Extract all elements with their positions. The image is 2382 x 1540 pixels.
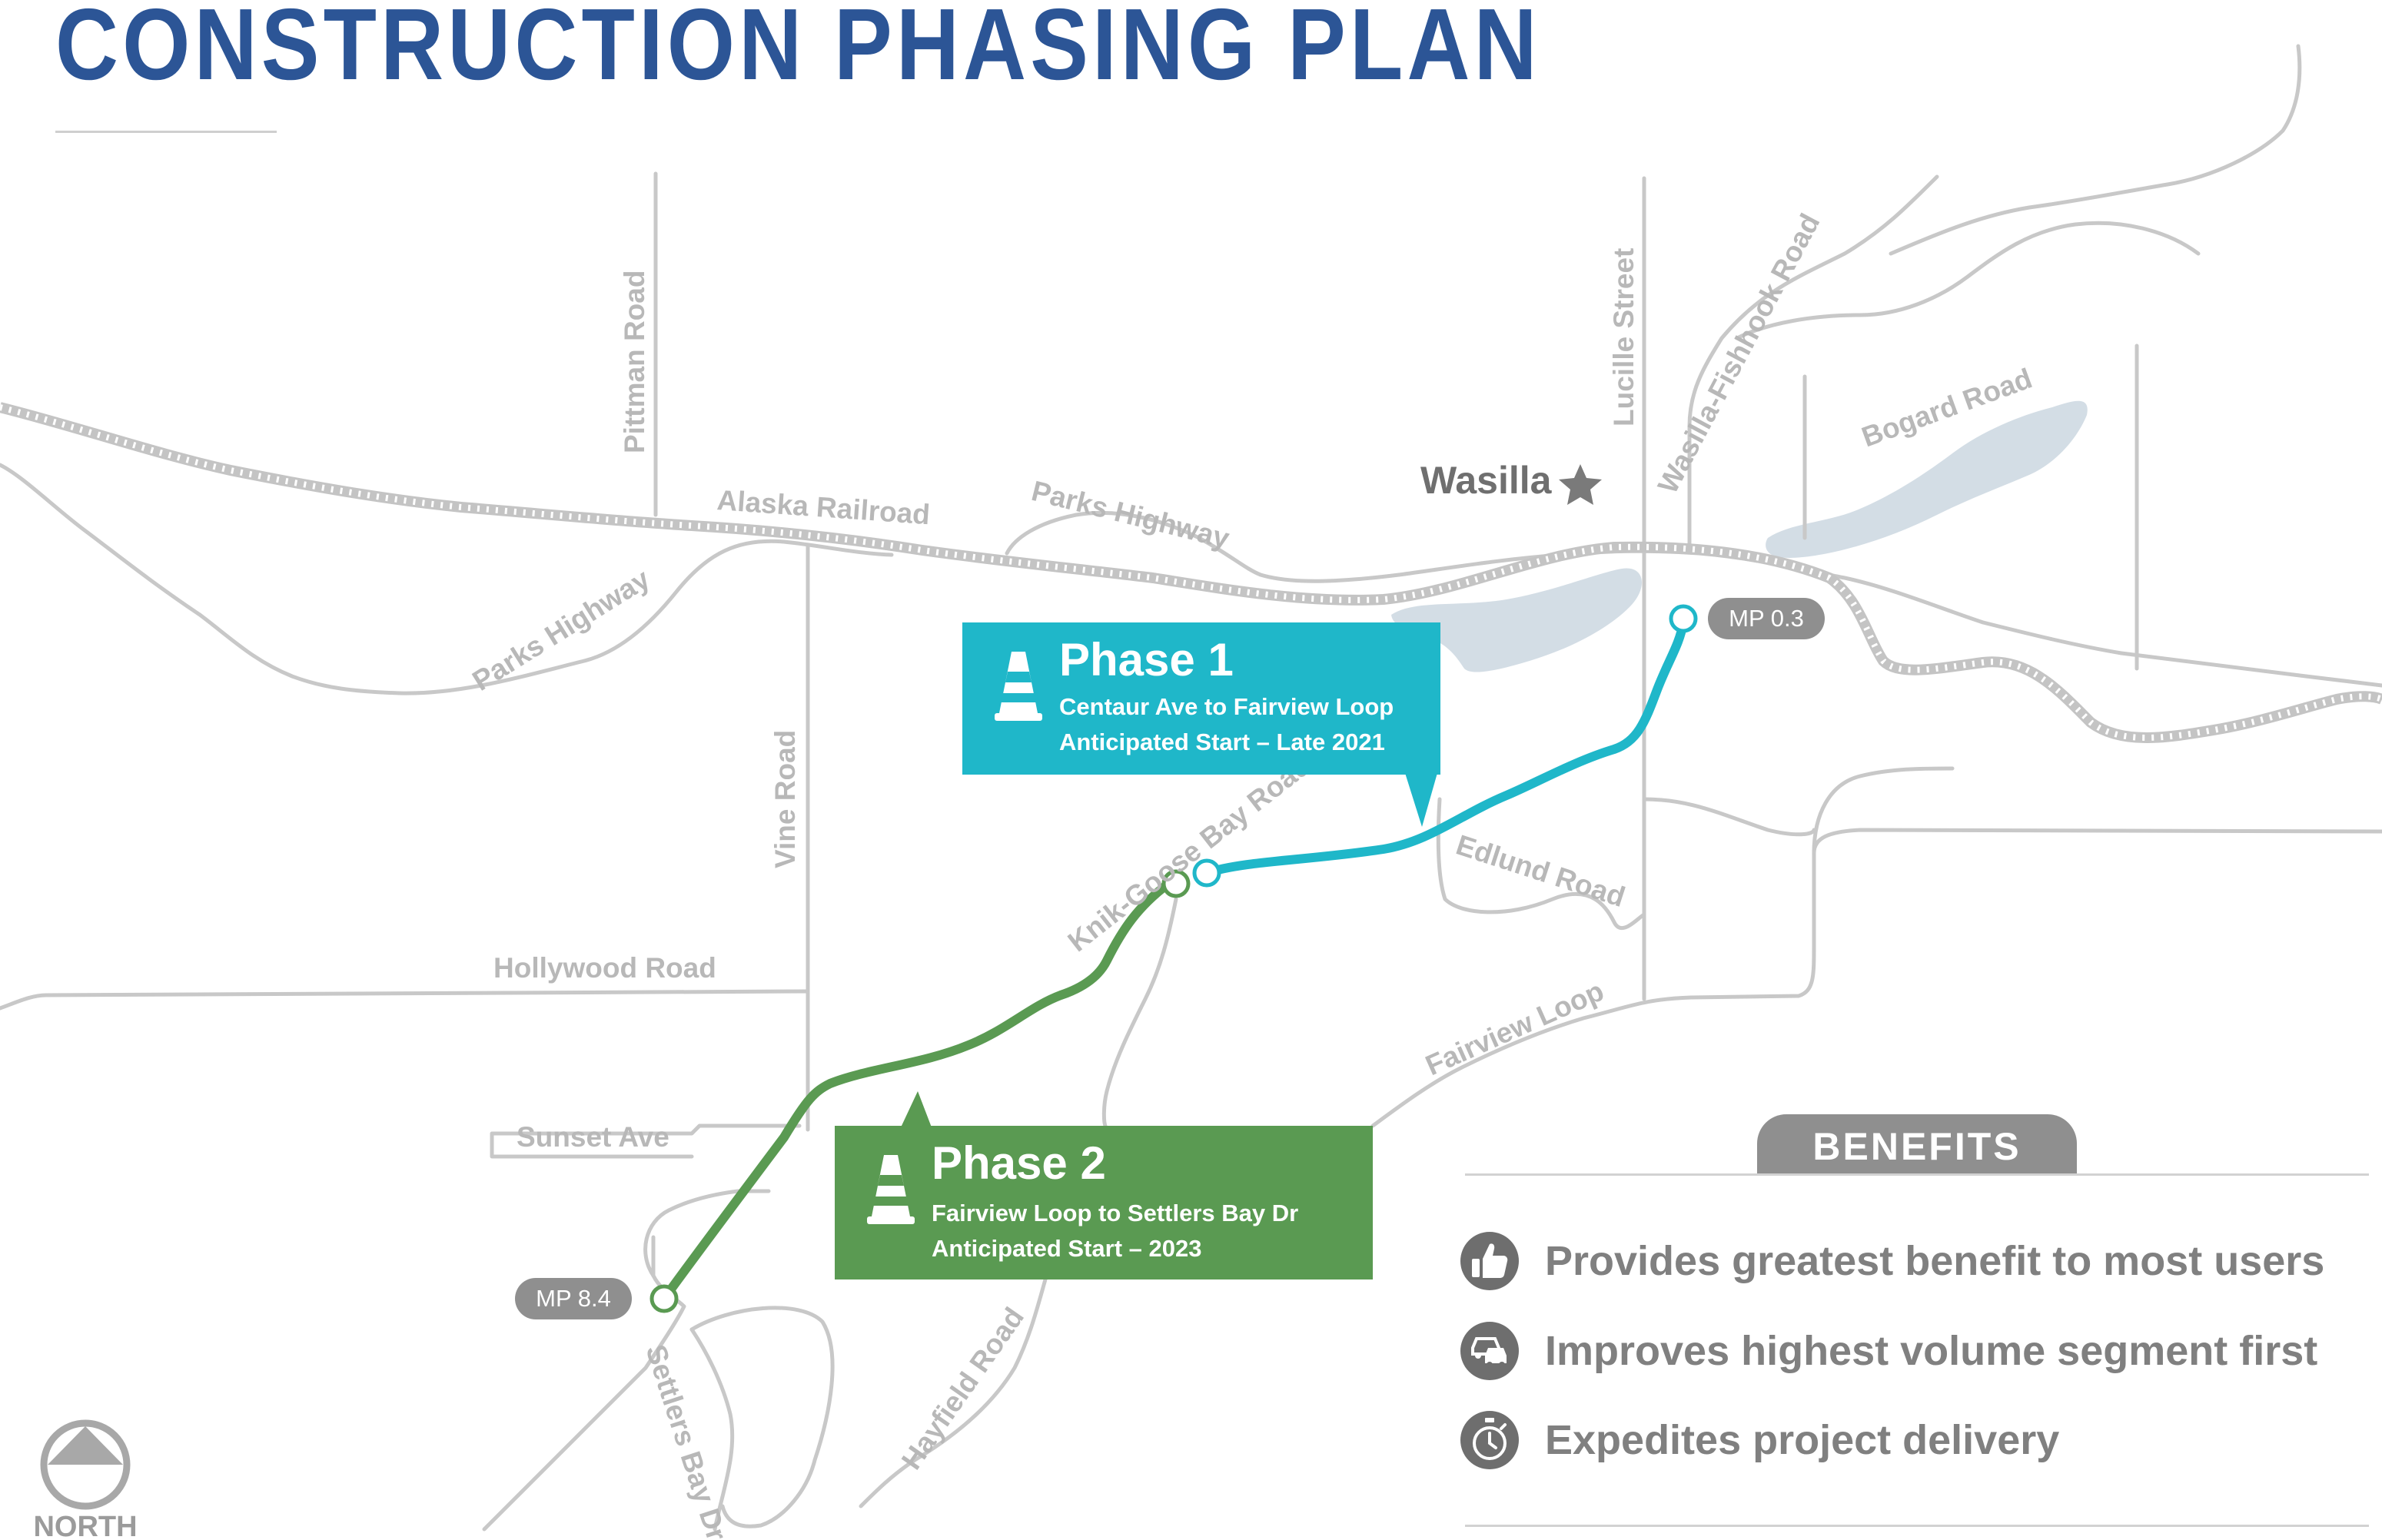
road-settlers: [482, 1235, 735, 1532]
mp-0-3-badge: MP 0.3: [1708, 598, 1825, 639]
mp-8-4-text: MP 8.4: [536, 1285, 611, 1312]
phase-2-pointer: [901, 1091, 932, 1127]
benefits-header: BENEFITS: [1757, 1114, 2077, 1174]
label-wasilla-fishhook-road: Wasilla-Fishhook Road: [1652, 208, 1826, 498]
label-pittman-road: Pittman Road: [619, 270, 650, 453]
road-hollywood: [0, 989, 810, 1011]
label-lucille-street: Lucille Street: [1608, 248, 1639, 426]
traffic-cars-icon: [1460, 1322, 1519, 1380]
phase-2-title: Phase 2: [932, 1137, 1106, 1189]
label-edlund-road: Edlund Road: [1453, 829, 1630, 913]
label-parks-highway-left: Parks Highway: [467, 563, 656, 696]
label-vine-road: Vine Road: [769, 730, 801, 868]
phase-1-title: Phase 1: [1059, 634, 1234, 685]
mp-8-4-badge: MP 8.4: [515, 1278, 632, 1319]
road-hayfield: [859, 1277, 1048, 1508]
label-sunset-ave: Sunset Ave: [517, 1121, 669, 1153]
capital-star-icon: [1559, 464, 1602, 505]
road-edlund: [1436, 797, 1646, 930]
mp-0-3-node: [1669, 604, 1698, 633]
benefit-text: Improves highest volume segment first: [1545, 1328, 2318, 1374]
label-settlers-bay-dr: Settlers Bay Dr.: [640, 1341, 735, 1540]
north-label: NORTH: [33, 1511, 137, 1540]
phase-1-start: Anticipated Start – Late 2021: [1059, 729, 1385, 755]
stopwatch-icon: [1460, 1411, 1519, 1469]
thumbs-up-icon: [1460, 1232, 1519, 1290]
phase-2-callout: Phase 2 Fairview Loop to Settlers Bay Dr…: [835, 1126, 1373, 1279]
town-label-wasilla: Wasilla: [1420, 459, 1553, 502]
alaska-railroad-ties: [0, 404, 2382, 741]
phase-1-callout: Phase 1 Centaur Ave to Fairview Loop Ant…: [962, 622, 1440, 775]
label-hollywood-road: Hollywood Road: [493, 952, 716, 984]
road-settlers-loop: [689, 1306, 835, 1528]
phase-1-route: [1202, 618, 1688, 878]
road-east-mid: [1812, 766, 1955, 855]
lake-lucille: [1766, 400, 2088, 558]
phase-2-route: [659, 877, 1188, 1303]
road-parks-left: [0, 463, 894, 695]
road-fishhook-north: [1889, 44, 2302, 256]
phase-1-segment: Centaur Ave to Fairview Loop: [1059, 693, 1394, 720]
phase-boundary-node-phase2: [1161, 869, 1191, 898]
phase-2-segment: Fairview Loop to Settlers Bay Dr: [932, 1200, 1299, 1226]
page-title: CONSTRUCTION PHASING PLAN: [55, 0, 1541, 101]
traffic-cone-icon: [995, 652, 1042, 721]
traffic-cone-icon: [867, 1155, 915, 1224]
road-network: [0, 44, 2382, 1532]
benefit-item: Improves highest volume segment first: [1459, 1316, 2381, 1386]
road-settlers-west: [643, 1189, 771, 1278]
label-knik-goose-bay-road: Knik-Goose Bay Road: [1062, 749, 1317, 958]
benefits-top-rule: [1465, 1173, 2369, 1176]
road-fishhook: [1687, 174, 1939, 554]
phase-2-start: Anticipated Start – 2023: [932, 1235, 1202, 1262]
label-hayfield-road: Hayfield Road: [895, 1302, 1030, 1475]
benefits-bottom-rule: [1465, 1525, 2369, 1527]
phase-1-pointer: [1405, 773, 1437, 827]
benefit-text: Expedites project delivery: [1545, 1417, 2060, 1463]
road-kgb-south: [1101, 897, 1178, 1128]
lake-wasilla: [1391, 568, 1643, 672]
phase-boundary-node-phase1: [1192, 858, 1221, 888]
label-parks-highway-center: Parks Highway: [1028, 475, 1233, 555]
road-sunset: [490, 1123, 802, 1159]
benefit-item: Expedites project delivery: [1459, 1406, 2381, 1475]
benefit-text: Provides greatest benefit to most users: [1545, 1238, 2325, 1284]
mp-8-4-node: [649, 1284, 679, 1313]
road-edlund-east: [1642, 797, 1816, 837]
title-underline: [55, 131, 277, 133]
road-fishhook-branch: [1735, 221, 2201, 340]
benefit-item: Provides greatest benefit to most users: [1459, 1226, 2381, 1296]
north-arrow: NORTH: [33, 1419, 138, 1540]
label-alaska-railroad: Alaska Railroad: [716, 484, 931, 530]
label-fairview-loop: Fairview Loop: [1421, 975, 1609, 1082]
mp-0-3-text: MP 0.3: [1729, 605, 1804, 632]
